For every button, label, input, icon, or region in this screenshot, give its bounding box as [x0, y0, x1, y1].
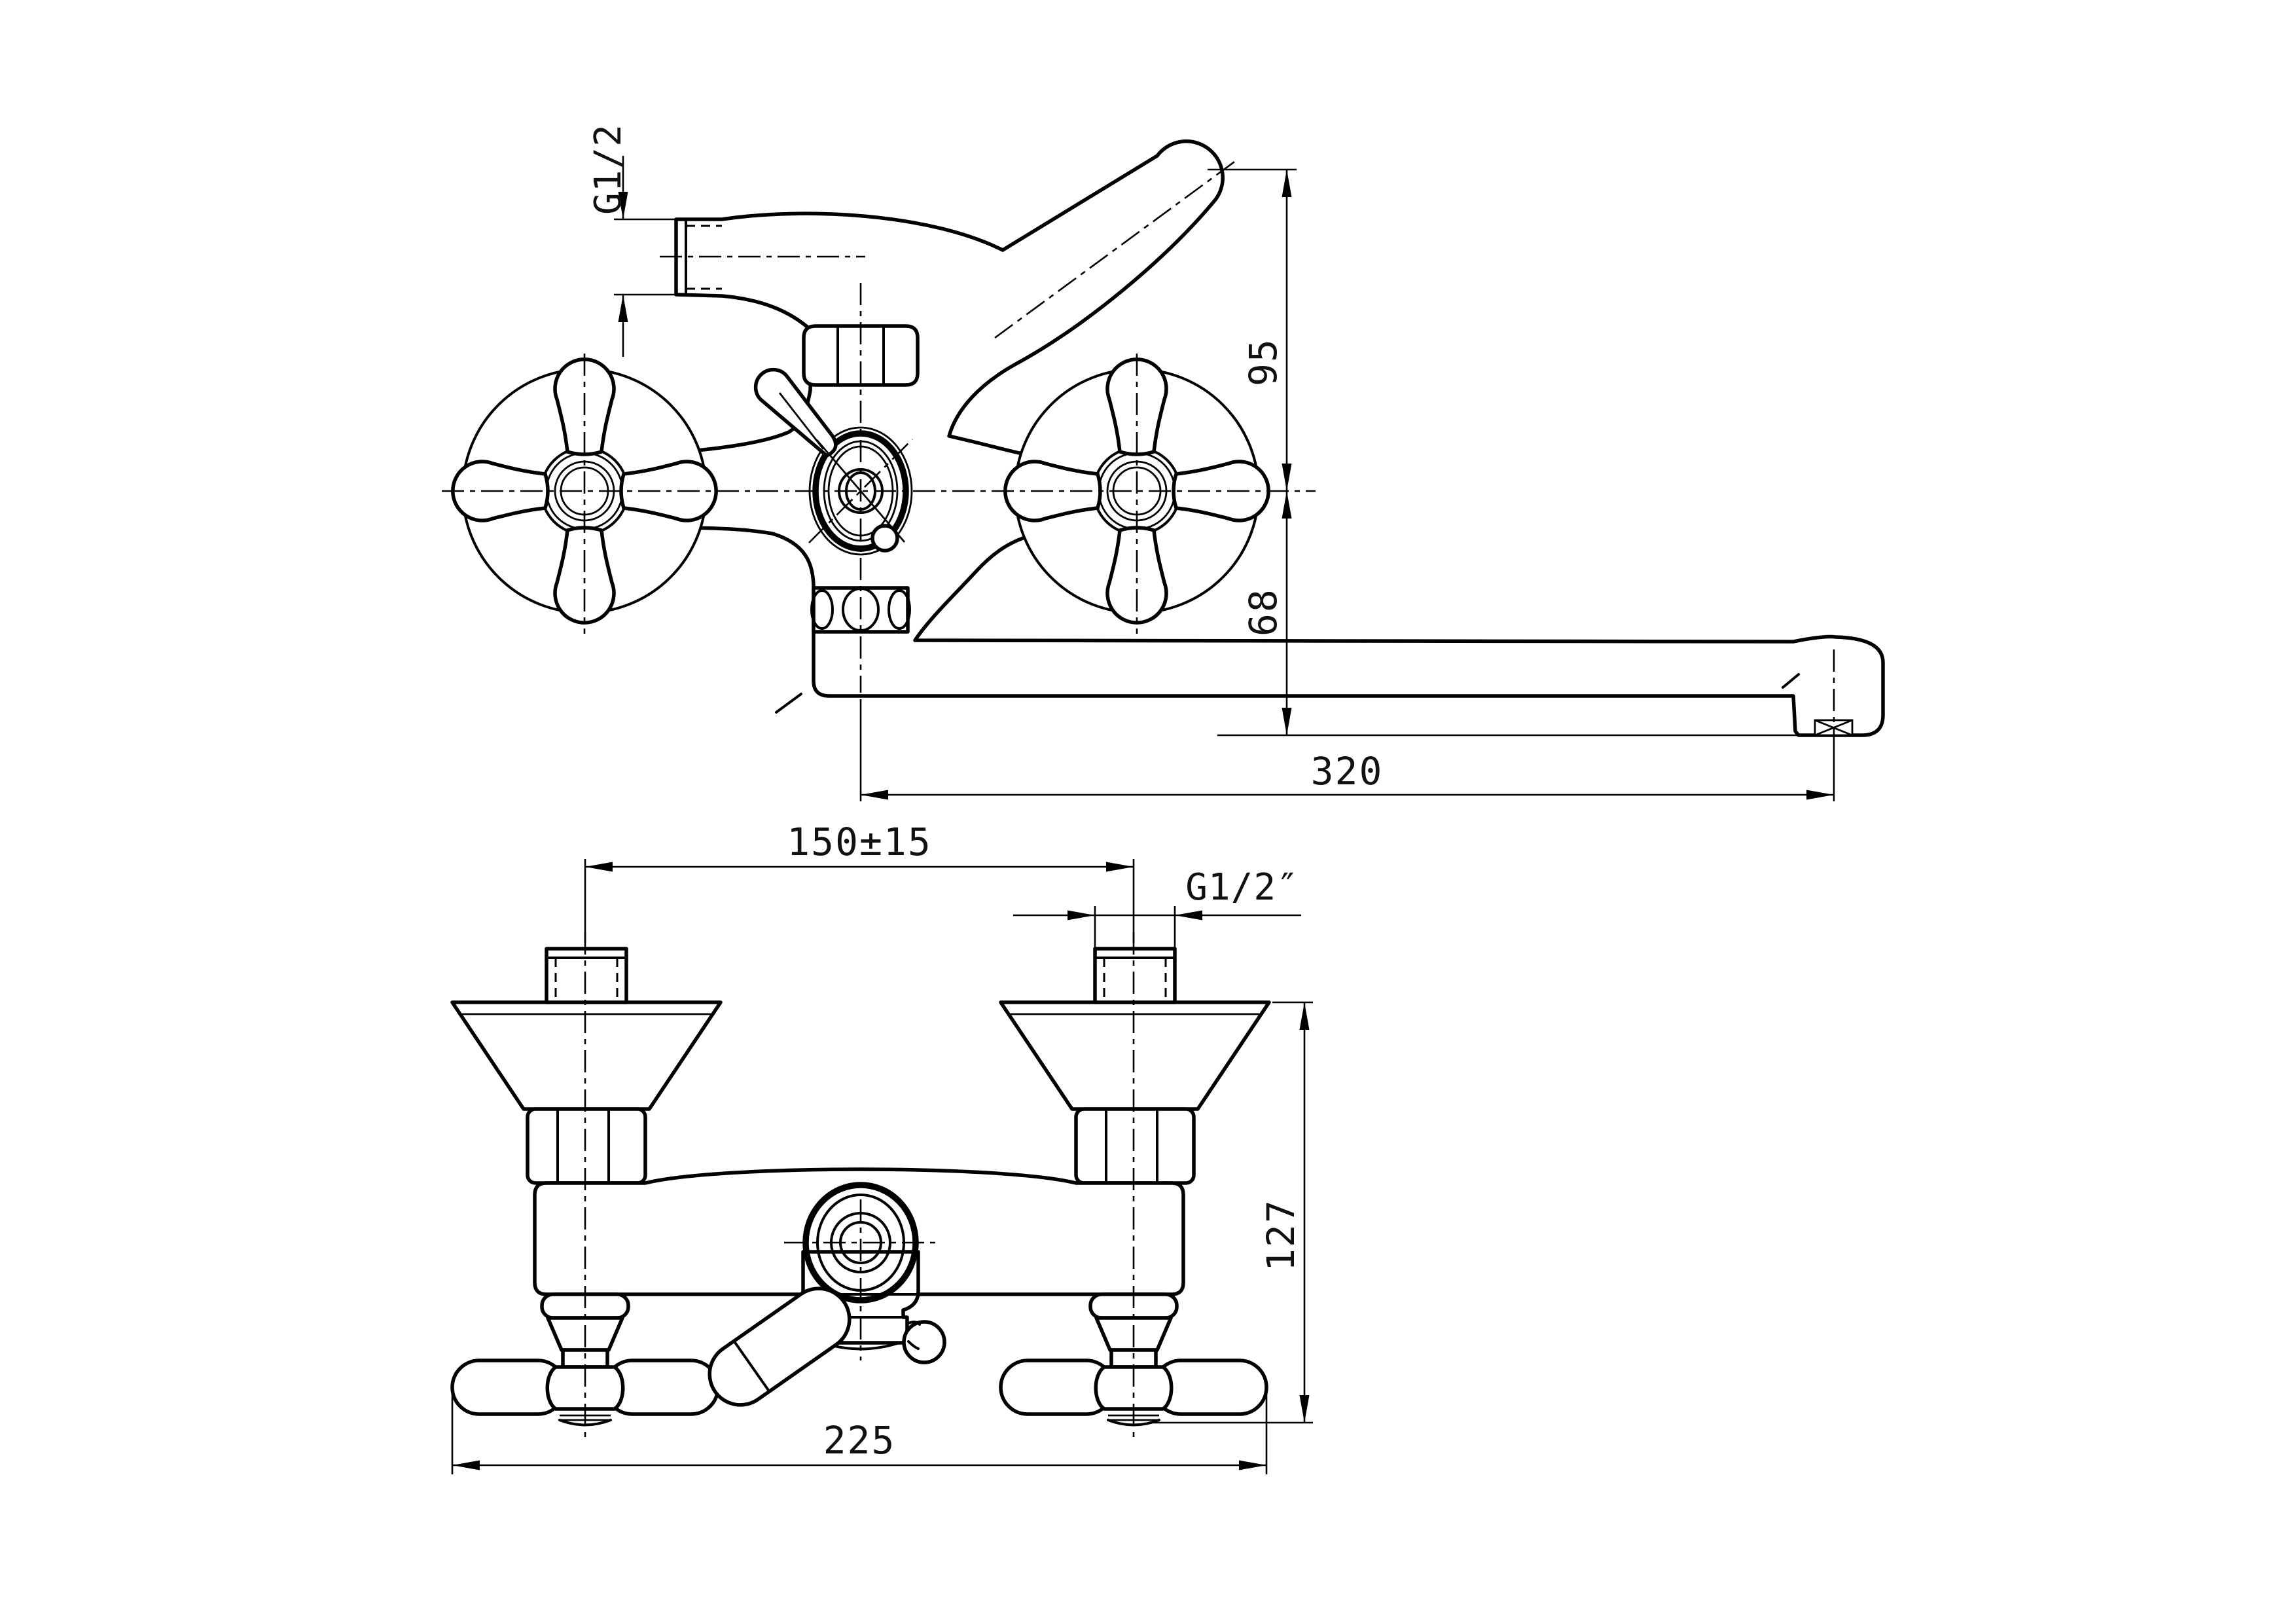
dim-label-150: 150±15 — [787, 820, 932, 864]
plan-centerlines — [584, 932, 1135, 1440]
inlet-stub-left — [545, 947, 628, 1004]
wall-flange-left — [450, 1000, 723, 1111]
dim-label-225: 225 — [823, 1418, 896, 1463]
dim-225: 225 — [451, 1380, 1268, 1474]
diverter-lever-tail — [870, 524, 899, 553]
dim-label-68: 68 — [1241, 588, 1285, 636]
dim-95: 95 — [1208, 168, 1297, 491]
wall-flange-right — [999, 1000, 1271, 1111]
front-centerlines — [442, 157, 1835, 740]
spout-step-tick — [1782, 673, 1800, 689]
dim-label-95: 95 — [1241, 338, 1285, 386]
corner-tick — [775, 693, 802, 714]
plan-diverter-lever — [708, 1286, 852, 1407]
mount-hex-right — [1074, 1107, 1196, 1185]
inlet-stub-right — [1093, 947, 1177, 1004]
dim-label-plan-thread: G1/2″ — [1185, 866, 1299, 909]
dim-150: 150±15 — [584, 820, 1135, 943]
mount-hex-left — [526, 1107, 647, 1185]
dim-127: 127 — [1152, 1001, 1313, 1424]
dim-shower-thread: G1/2 — [587, 124, 676, 357]
dim-plan-thread: G1/2″ — [1013, 866, 1301, 949]
plan-body — [533, 1167, 1185, 1296]
plan-view: 150±15 G1/2″ 127 225 — [450, 820, 1313, 1474]
dim-label-shower-thread: G1/2 — [587, 124, 630, 215]
nipple-thread-hidden — [686, 225, 722, 290]
dim-68: 68 — [1217, 491, 1797, 737]
dim-320: 320 — [859, 699, 1835, 801]
diverter-knob — [902, 1320, 946, 1364]
front-view: G1/2 95 68 320 — [442, 124, 1885, 801]
diverter-lever — [753, 367, 899, 553]
dim-label-127: 127 — [1259, 1199, 1303, 1271]
dim-label-320: 320 — [1311, 749, 1384, 793]
aerator — [1814, 719, 1854, 737]
